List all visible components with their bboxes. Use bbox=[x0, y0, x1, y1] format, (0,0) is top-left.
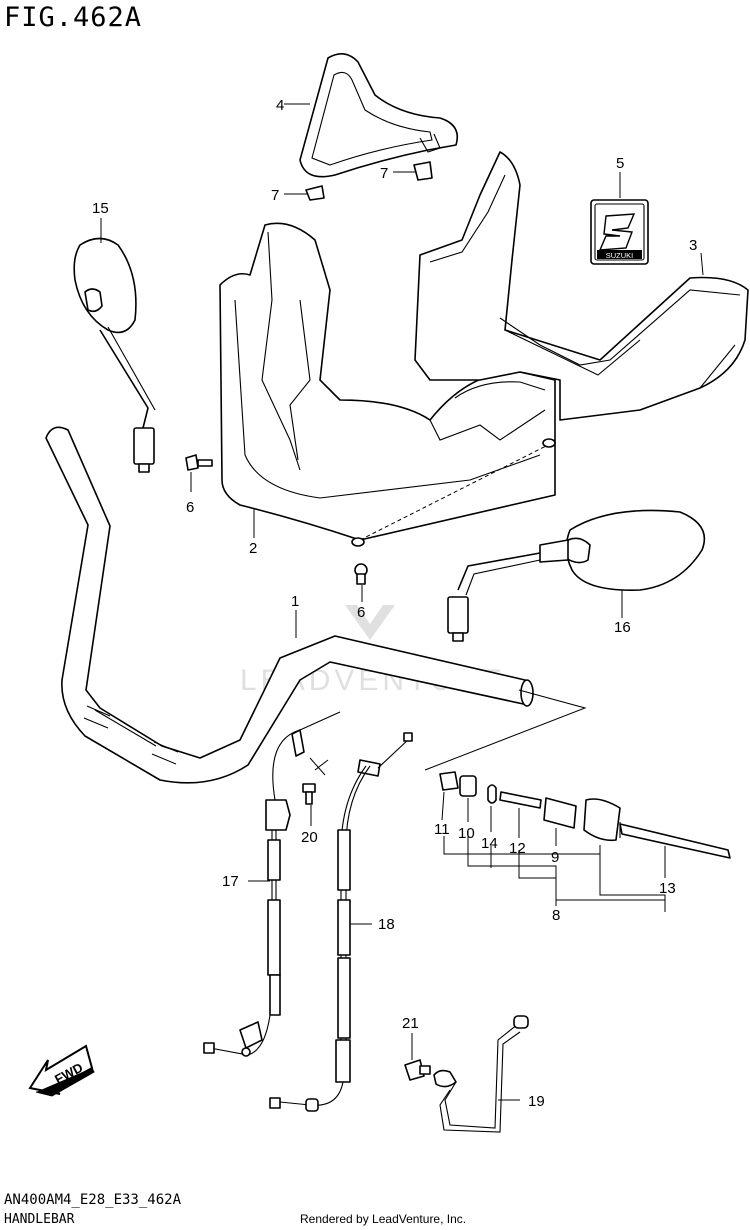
upper-cover-part[interactable] bbox=[299, 53, 459, 178]
section-name: HANDLEBAR bbox=[4, 1212, 75, 1227]
callout-15: 15 bbox=[92, 200, 109, 217]
throttle-cable-part-17[interactable] bbox=[203, 711, 341, 1057]
callout-7-left: 7 bbox=[271, 187, 279, 204]
right-mirror-part[interactable] bbox=[447, 509, 706, 642]
callout-3: 3 bbox=[689, 237, 697, 254]
callout-20: 20 bbox=[301, 829, 318, 846]
handlebar-part[interactable] bbox=[45, 426, 534, 784]
callout-12: 12 bbox=[509, 840, 526, 857]
callout-18: 18 bbox=[378, 916, 395, 933]
rivet-part-6-upper[interactable] bbox=[185, 454, 213, 471]
callout-16: 16 bbox=[614, 619, 631, 636]
clip-part-7-right[interactable] bbox=[413, 161, 433, 181]
leader-lines bbox=[100, 103, 704, 1101]
bolt-part-21[interactable] bbox=[404, 1059, 431, 1081]
cable-bracket-part-19[interactable] bbox=[433, 1015, 529, 1133]
model-code: AN400AM4_E28_E33_462A bbox=[4, 1192, 182, 1208]
callout-8: 8 bbox=[552, 907, 560, 924]
callout-10: 10 bbox=[458, 825, 475, 842]
inner-lower-cover-part[interactable] bbox=[414, 151, 749, 421]
forward-direction-arrow: FWD bbox=[28, 1044, 95, 1097]
callout-13: 13 bbox=[659, 880, 676, 897]
clip-part-7-left[interactable] bbox=[305, 185, 325, 201]
throttle-cable-part-18[interactable] bbox=[269, 732, 413, 1112]
callout-4: 4 bbox=[276, 97, 284, 114]
callout-5: 5 bbox=[616, 155, 624, 172]
callout-labels: 4 5 3 7 7 15 6 2 6 16 1 11 10 14 12 9 13… bbox=[92, 97, 697, 1110]
render-credit: Rendered by LeadVenture, Inc. bbox=[300, 1212, 467, 1226]
suzuki-emblem-part[interactable]: SUZUKI bbox=[590, 199, 649, 265]
figure-title: FIG.462A bbox=[4, 2, 143, 33]
callout-2: 2 bbox=[249, 540, 257, 557]
callout-14: 14 bbox=[481, 835, 498, 852]
callout-11: 11 bbox=[434, 821, 450, 838]
callout-9: 9 bbox=[551, 849, 559, 866]
screw-part-20[interactable] bbox=[302, 783, 316, 805]
callout-7-right: 7 bbox=[380, 165, 388, 182]
callout-6-upper: 6 bbox=[186, 499, 194, 516]
callout-21: 21 bbox=[402, 1015, 419, 1032]
callout-6-lower: 6 bbox=[357, 604, 365, 621]
left-mirror-part[interactable] bbox=[73, 237, 156, 473]
rivet-part-6-lower[interactable] bbox=[354, 563, 368, 585]
callout-19: 19 bbox=[528, 1093, 545, 1110]
bar-end-weight-assembly[interactable] bbox=[439, 771, 731, 859]
emblem-text: SUZUKI bbox=[606, 251, 634, 260]
inner-cover-part[interactable] bbox=[219, 222, 556, 547]
callout-17: 17 bbox=[222, 873, 239, 890]
callout-1: 1 bbox=[291, 593, 299, 610]
